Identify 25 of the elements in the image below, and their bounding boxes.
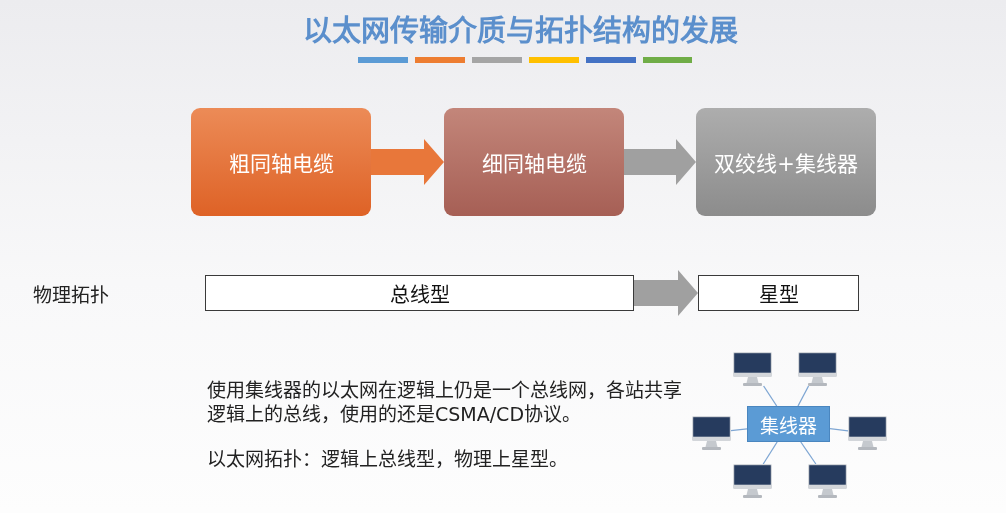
connector-line bbox=[762, 441, 778, 465]
topology-box: 总线型 bbox=[205, 275, 634, 311]
block-arrow bbox=[634, 270, 698, 316]
monitor-icon bbox=[798, 352, 837, 386]
hub-box: 集线器 bbox=[747, 406, 830, 442]
monitor-icon bbox=[733, 464, 772, 498]
process-box: 粗同轴电缆 bbox=[191, 108, 371, 216]
row-label: 物理拓扑 bbox=[33, 284, 109, 307]
connector-line bbox=[730, 428, 748, 432]
slide-title: 以太网传输介质与拓扑结构的发展 bbox=[303, 13, 738, 49]
connector-line bbox=[829, 428, 849, 432]
monitor-icon bbox=[848, 416, 887, 450]
block-arrow bbox=[371, 139, 444, 185]
note-text: 以太网拓扑：逻辑上总线型，物理上星型。 bbox=[207, 447, 569, 471]
monitor-icon bbox=[808, 464, 847, 498]
process-box: 细同轴电缆 bbox=[444, 108, 624, 216]
block-arrow bbox=[624, 139, 696, 185]
monitor-icon bbox=[692, 416, 731, 450]
connector-line bbox=[800, 441, 817, 465]
monitor-icon bbox=[733, 352, 772, 386]
connector-line bbox=[797, 385, 810, 407]
process-box: 双绞线+集线器 bbox=[696, 108, 876, 216]
note-text: 使用集线器的以太网在逻辑上仍是一个总线网，各站共享逻辑上的总线，使用的还是CSMA/CD协议。 bbox=[207, 378, 683, 426]
topology-box: 星型 bbox=[698, 275, 859, 311]
connector-line bbox=[763, 385, 778, 407]
